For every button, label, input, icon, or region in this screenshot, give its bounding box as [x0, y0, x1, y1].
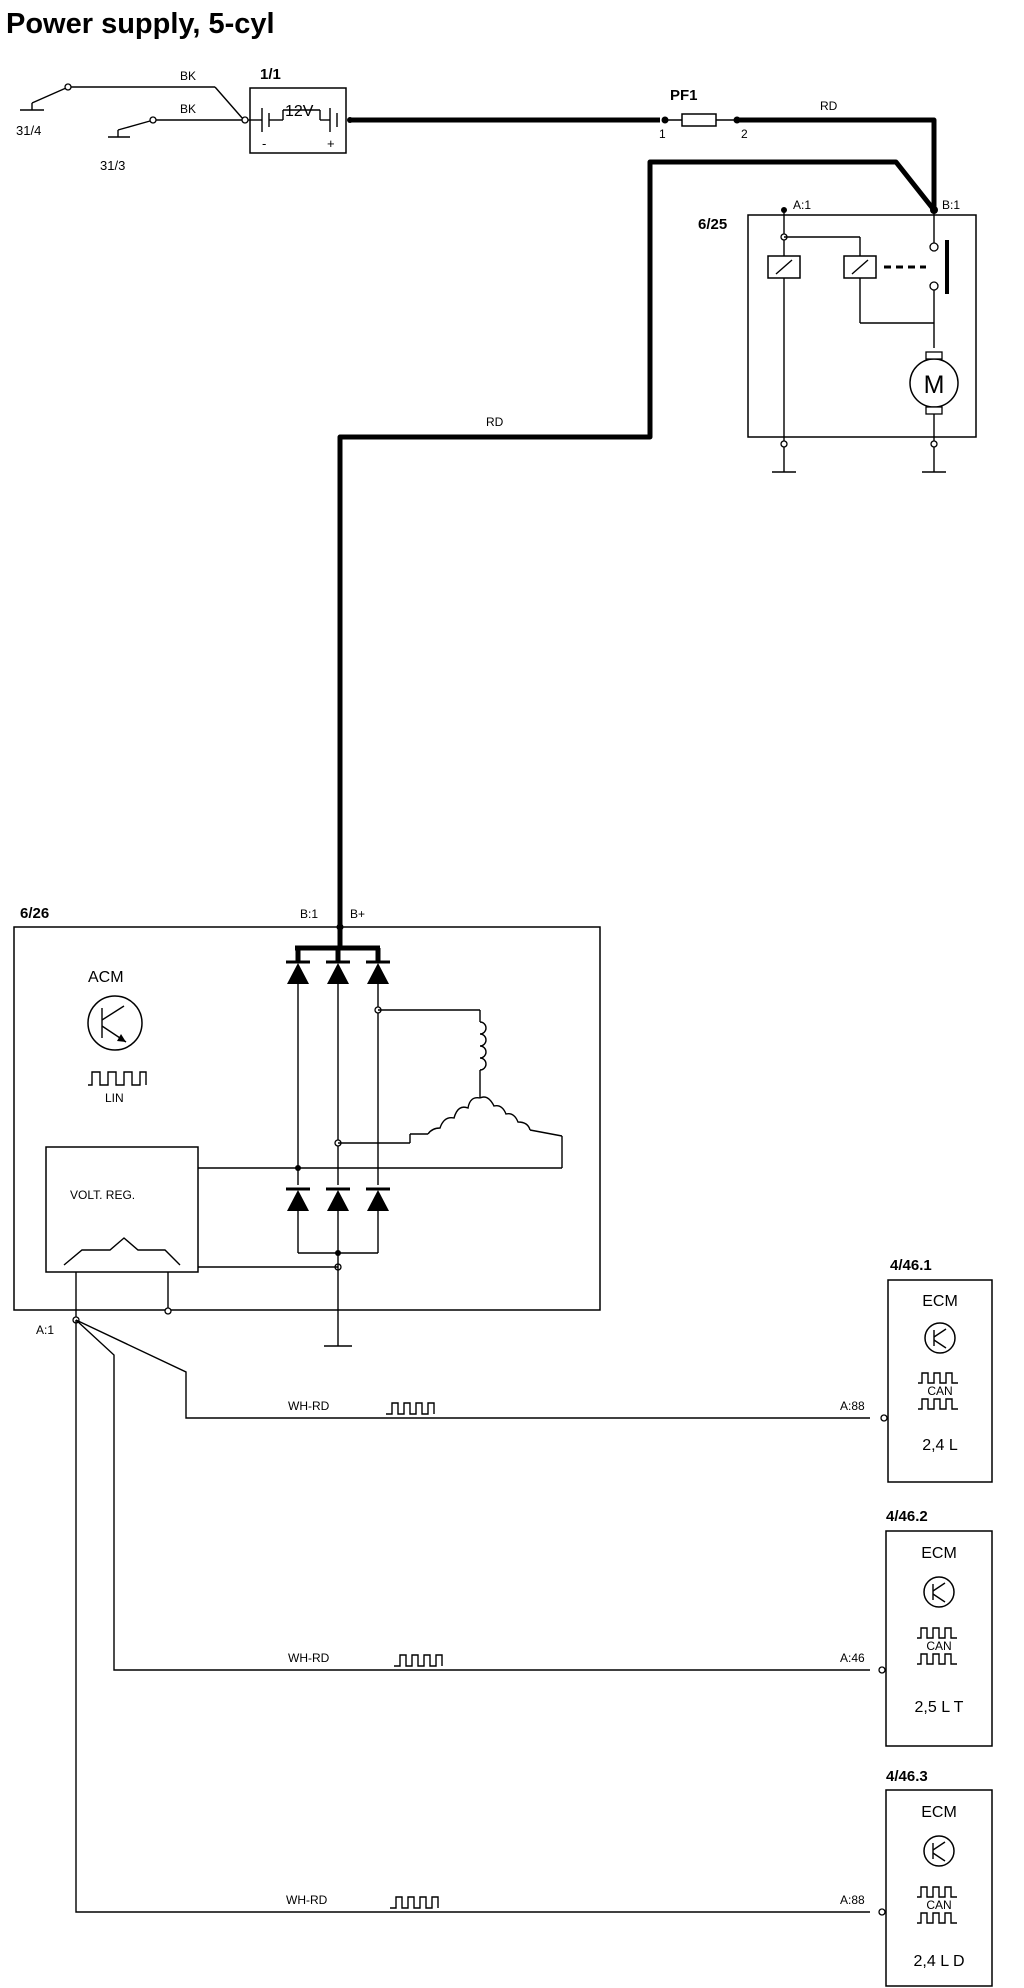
transistor-icon [923, 1576, 955, 1608]
battery-1-1: 1/1 12V - + [248, 66, 347, 154]
acm-label: ACM [88, 969, 124, 986]
signal-icon [390, 1896, 439, 1909]
battery-minus: - [262, 136, 266, 151]
wire-bk-2-label: BK [180, 102, 196, 116]
fuse-pf1: PF1 1 2 [659, 87, 748, 141]
ecm-4-46-2: 4/46.2 ECM CAN 2,5 L T A:46 [840, 1508, 993, 1747]
transistor-icon [87, 995, 143, 1051]
voltage-regulator-label: VOLT. REG. [70, 1188, 135, 1202]
wire-wh-rd-1-label: WH-RD [288, 1399, 330, 1413]
wire-rd-2-label: RD [486, 415, 504, 429]
ecm3-name: ECM [921, 1804, 957, 1821]
ecm2-pin: A:46 [840, 1651, 865, 1665]
signal-icon [394, 1654, 443, 1667]
ecm1-can: CAN [927, 1384, 952, 1398]
battery-voltage: 12V [285, 103, 314, 120]
ground-31-3: 31/3 [100, 116, 242, 173]
ecm1-pin: A:88 [840, 1399, 865, 1413]
can-signal-icon [917, 1912, 957, 1924]
ecm2-variant: 2,5 L T [915, 1699, 964, 1716]
can-signal-icon [918, 1372, 958, 1384]
generator-pin-a1: A:1 [36, 1323, 54, 1337]
upper-diodes [286, 948, 390, 984]
ecm3-pin: A:88 [840, 1893, 865, 1907]
ecm2-id: 4/46.2 [886, 1508, 928, 1525]
motor-symbol: M [924, 371, 945, 399]
wire-rd-starter-generator [337, 159, 936, 927]
wire-rd-1-label: RD [820, 99, 838, 113]
ground-31-4-label: 31/4 [16, 123, 41, 138]
ecm-4-46-1: 4/46.1 ECM CAN 2,4 L A:88 [840, 1257, 993, 1483]
ecm1-id: 4/46.1 [890, 1257, 932, 1274]
ecm3-id: 4/46.3 [886, 1768, 928, 1785]
wire-wh-rd-3-label: WH-RD [286, 1893, 328, 1907]
generator-6-26: 6/26 B:1 B+ ACM LIN VOLT. REG. [13, 905, 601, 1347]
starter-pin-b1: B:1 [942, 198, 960, 212]
can-signal-icon [918, 1398, 958, 1410]
ecm2-name: ECM [921, 1545, 957, 1562]
ground-31-3-label: 31/3 [100, 158, 125, 173]
starter-pin-a1: A:1 [793, 198, 811, 212]
transistor-icon [923, 1835, 955, 1867]
fuse-pin-1: 1 [659, 127, 666, 141]
ground-31-4: 31/4 [16, 83, 215, 138]
wire-bk-1-label: BK [180, 69, 196, 83]
ecm1-variant: 2,4 L [922, 1437, 958, 1454]
battery-plus: + [327, 136, 335, 151]
starter-6-25: 6/25 A:1 B:1 M [698, 198, 977, 473]
lower-diodes [286, 1187, 390, 1211]
fuse-id: PF1 [670, 87, 698, 104]
ecm3-can: CAN [926, 1898, 951, 1912]
can-signal-icon [917, 1653, 957, 1665]
generator-pin-bplus: B+ [350, 907, 365, 921]
wire-rd-fuse-starter [737, 117, 937, 210]
starter-id: 6/25 [698, 216, 727, 233]
ecm3-variant: 2,4 L D [914, 1953, 965, 1970]
signal-icon [386, 1402, 435, 1415]
generator-id: 6/26 [20, 905, 49, 922]
generator-pin-b1: B:1 [300, 907, 318, 921]
signal-wires: WH-RD WH-RD WH-RD [75, 1319, 870, 1913]
diagram-title: Power supply, 5-cyl [6, 8, 275, 40]
battery-id: 1/1 [260, 66, 281, 83]
ecm2-can: CAN [926, 1639, 951, 1653]
wire-wh-rd-2-label: WH-RD [288, 1651, 330, 1665]
lin-signal-icon [88, 1071, 147, 1086]
ecm-4-46-3: 4/46.3 ECM CAN 2,4 L D A:88 [840, 1768, 993, 1987]
ecm1-name: ECM [922, 1293, 958, 1310]
lin-label: LIN [105, 1091, 124, 1105]
can-signal-icon [917, 1886, 957, 1898]
transistor-icon [924, 1322, 956, 1354]
fuse-pin-2: 2 [741, 127, 748, 141]
can-signal-icon [917, 1627, 957, 1639]
